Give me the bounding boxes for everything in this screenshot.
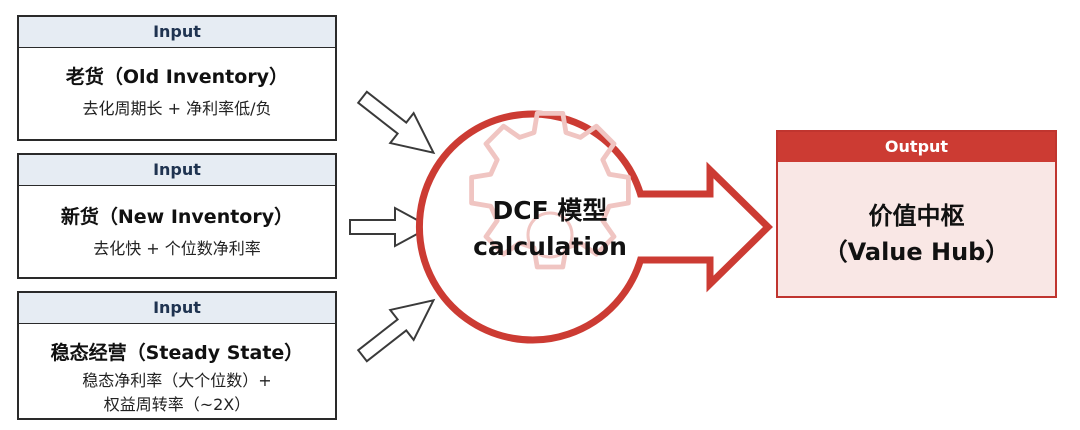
input-desc-old-inventory: 去化周期长 + 净利率低/负	[82, 99, 272, 118]
output-box-value-hub: Output 价值中枢 （Value Hub）	[776, 130, 1057, 298]
input-header: Input	[19, 155, 335, 186]
output-header: Output	[778, 132, 1055, 162]
input-box-new-inventory: Input 新货（New Inventory） 去化快 + 个位数净利率	[17, 153, 337, 279]
input-desc-steady-state-line1: 稳态净利率（大个位数）+	[82, 371, 272, 390]
input-title-old-inventory: 老货（Old Inventory）	[65, 66, 289, 88]
input-title-new-inventory: 新货（New Inventory）	[60, 206, 294, 228]
dcf-label-line1: DCF 模型	[492, 196, 608, 225]
output-title-line2: （Value Hub）	[823, 238, 1010, 266]
input-title-steady-state: 稳态经营（Steady State）	[50, 342, 304, 364]
input-box-old-inventory: Input 老货（Old Inventory） 去化周期长 + 净利率低/负	[17, 15, 337, 141]
dcf-label-line2: calculation	[473, 232, 627, 261]
input-desc-steady-state-line2: 权益周转率（~2X）	[103, 395, 251, 414]
arrow-old-to-center	[356, 90, 436, 155]
output-title-line1: 价值中枢	[868, 202, 965, 230]
input-header: Input	[19, 17, 335, 48]
input-header: Input	[19, 293, 335, 324]
arrow-steady-to-center	[356, 298, 436, 363]
dcf-model-label: DCF 模型 calculation	[440, 193, 660, 265]
gear-icon	[469, 110, 631, 270]
input-box-steady-state: Input 稳态经营（Steady State） 稳态净利率（大个位数）+ 权益…	[17, 291, 337, 420]
arrow-new-to-center	[349, 206, 433, 248]
input-desc-new-inventory: 去化快 + 个位数净利率	[93, 239, 261, 258]
